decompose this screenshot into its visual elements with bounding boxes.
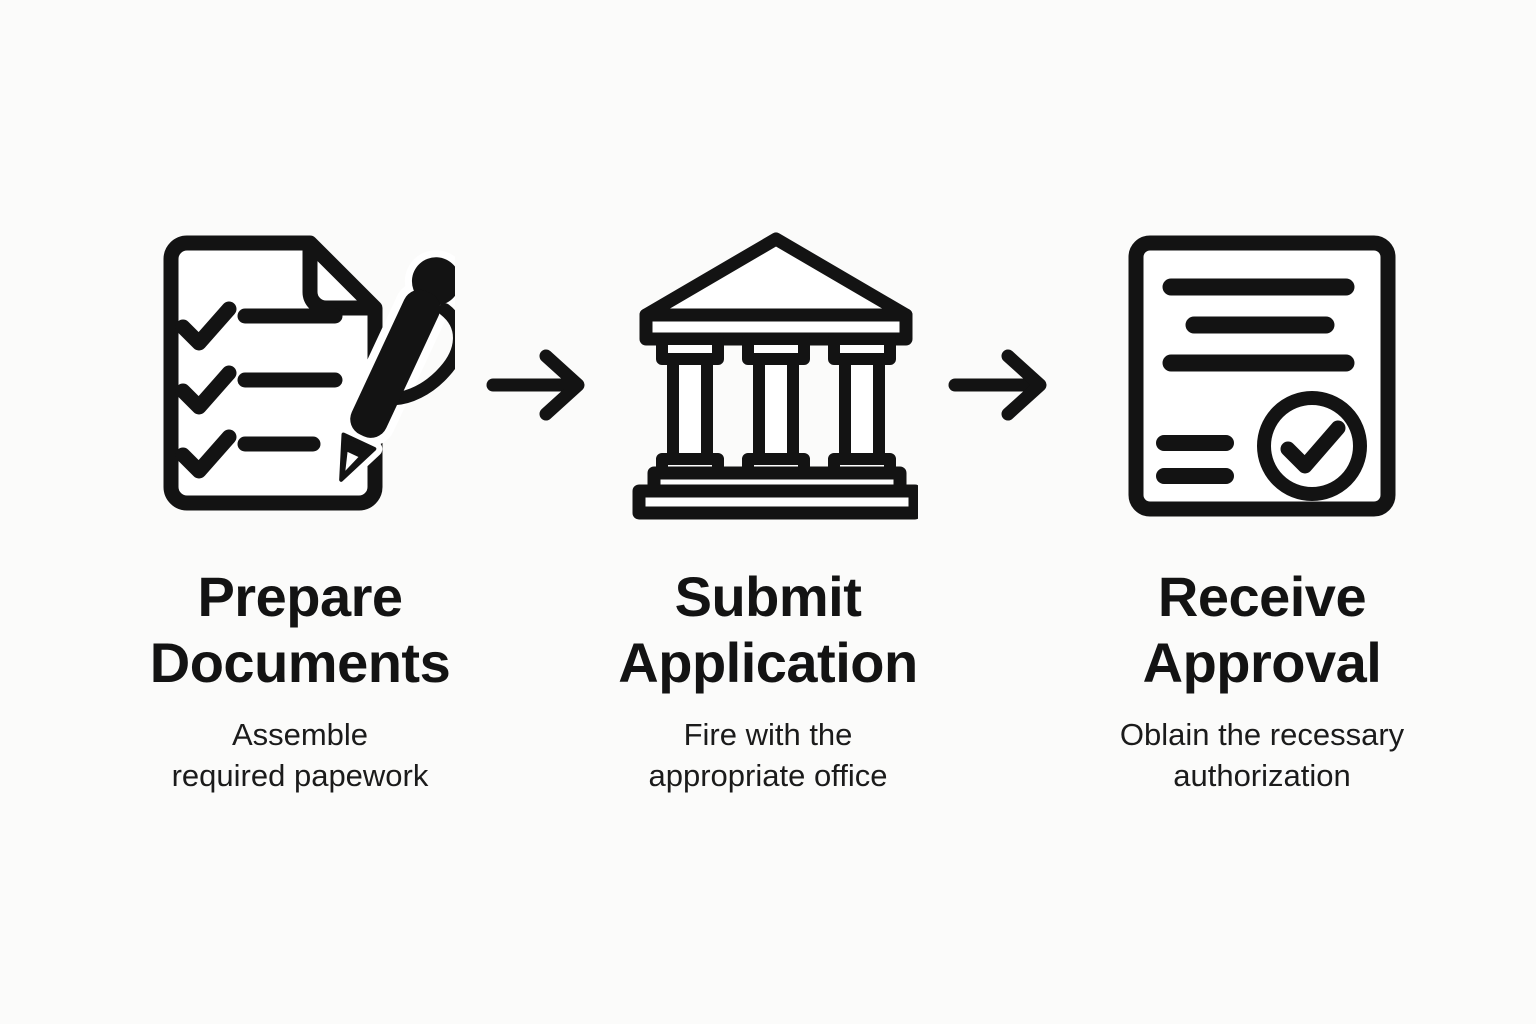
step-title-line2: Application <box>618 631 918 695</box>
step-subtitle-line2: required papework <box>171 758 429 794</box>
step-receive-approval: Receive Approval Oblain the recessary au… <box>1032 228 1492 797</box>
right-arrow-icon <box>483 342 595 428</box>
step-subtitle: Oblain the recessary authorization <box>1032 714 1492 796</box>
step-subtitle-line2: appropriate office <box>648 758 888 794</box>
step-title: Receive Approval <box>1032 564 1492 696</box>
step-prepare-documents: Prepare Documents Assemble required pape… <box>70 228 530 797</box>
step-subtitle-line2: authorization <box>1173 758 1351 794</box>
approved-document-icon <box>1032 228 1492 524</box>
step-subtitle-line1: Fire with the <box>683 717 853 753</box>
step-subtitle: Assemble required papework <box>70 714 530 796</box>
step-title-line1: Submit <box>674 565 862 628</box>
step-submit-application: Submit Application Fire with the appropr… <box>538 228 998 797</box>
step-subtitle-line1: Assemble <box>231 717 369 753</box>
step-title-line2: Approval <box>1142 631 1382 695</box>
step-title-line2: Documents <box>149 631 451 695</box>
right-arrow-icon <box>945 342 1057 428</box>
checklist-pen-icon <box>70 228 530 524</box>
step-subtitle-line1: Oblain the recessary <box>1119 717 1405 753</box>
bank-building-icon <box>538 228 998 524</box>
step-title-line1: Receive <box>1157 565 1367 628</box>
step-title: Prepare Documents <box>70 564 530 696</box>
step-title: Submit Application <box>538 564 998 696</box>
step-title-line1: Prepare <box>197 565 403 628</box>
step-subtitle: Fire with the appropriate office <box>538 714 998 796</box>
